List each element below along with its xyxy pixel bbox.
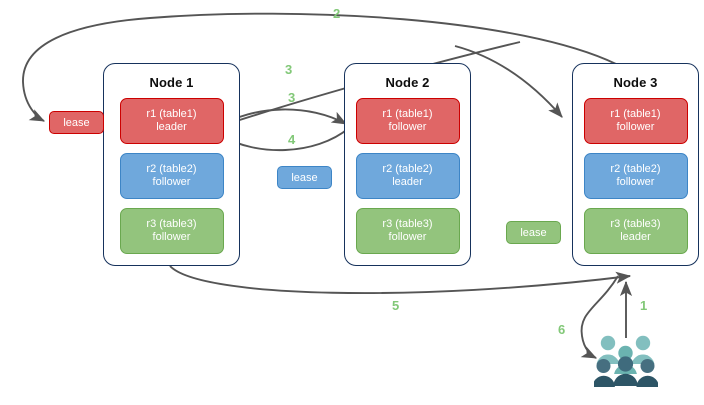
- node-1-replica-r1[interactable]: r1 (table1) leader: [119, 98, 224, 144]
- step-label-4: 4: [288, 132, 296, 147]
- step-label-1: 1: [640, 298, 648, 313]
- node-1[interactable]: Node 1 r1 (table1) leader r2 (table2) fo…: [103, 63, 240, 266]
- node-3[interactable]: Node 3 r1 (table1) follower r2 (table2) …: [572, 63, 699, 266]
- node-2-replica-r3-line2: follower: [388, 231, 427, 243]
- node-1-title: Node 1: [149, 75, 194, 90]
- node-2-replica-r3-line1: r3 (table3): [382, 217, 433, 230]
- node-2-replica-r2[interactable]: r2 (table2) leader: [355, 153, 460, 199]
- node-2-replica-r1-line1: r1 (table1): [382, 107, 433, 120]
- node-1-replica-r3[interactable]: r3 (table3) follower: [119, 208, 224, 254]
- node-3-replica-r1[interactable]: r1 (table1) follower: [583, 98, 688, 144]
- node-3-replica-r3-line1: r3 (table3): [610, 217, 661, 230]
- step-label-3b: 3: [288, 90, 296, 105]
- node-2-replica-r3[interactable]: r3 (table3) follower: [355, 208, 460, 254]
- node-2-replica-r1-line2: follower: [388, 121, 427, 133]
- step-label-3a: 3: [285, 62, 293, 77]
- node-3-title: Node 3: [613, 75, 658, 90]
- node-3-replica-r1-line1: r1 (table1): [610, 107, 661, 120]
- lease-red[interactable]: lease: [49, 111, 104, 134]
- arrow-step-4: [221, 127, 350, 151]
- node-3-replica-r2[interactable]: r2 (table2) follower: [583, 153, 688, 199]
- node-1-replica-r1-line2: leader: [156, 121, 187, 133]
- node-3-replica-r3-line2: leader: [620, 231, 651, 243]
- node-2-replica-r2-line2: leader: [392, 176, 423, 188]
- step-label-6: 6: [558, 322, 566, 337]
- node-3-replica-r2-line2: follower: [616, 176, 655, 188]
- node-2-replica-r1[interactable]: r1 (table1) follower: [355, 98, 460, 144]
- node-3-replica-r1-line2: follower: [616, 121, 655, 133]
- node-1-replica-r2[interactable]: r2 (table2) follower: [119, 153, 224, 199]
- node-2-title: Node 2: [385, 75, 430, 90]
- users-icon: [594, 335, 658, 387]
- lease-blue[interactable]: lease: [277, 166, 332, 189]
- arrow-step-5: [169, 265, 632, 294]
- step-label-2: 2: [333, 6, 341, 21]
- node-1-replica-r2-line2: follower: [152, 176, 191, 188]
- node-1-replica-r1-line1: r1 (table1): [146, 107, 197, 120]
- node-1-replica-r3-line1: r3 (table3): [146, 217, 197, 230]
- lease-green[interactable]: lease: [506, 221, 561, 244]
- node-3-replica-r3[interactable]: r3 (table3) leader: [583, 208, 688, 254]
- step-label-5: 5: [392, 298, 400, 313]
- node-1-replica-r2-line1: r2 (table2): [146, 162, 197, 175]
- node-3-replica-r2-line1: r2 (table2): [610, 162, 661, 175]
- node-1-replica-r3-line2: follower: [152, 231, 191, 243]
- node-2-replica-r2-line1: r2 (table2): [382, 162, 433, 175]
- arrow-step-3-node3-head: [454, 45, 563, 118]
- node-2[interactable]: Node 2 r1 (table1) follower r2 (table2) …: [344, 63, 471, 266]
